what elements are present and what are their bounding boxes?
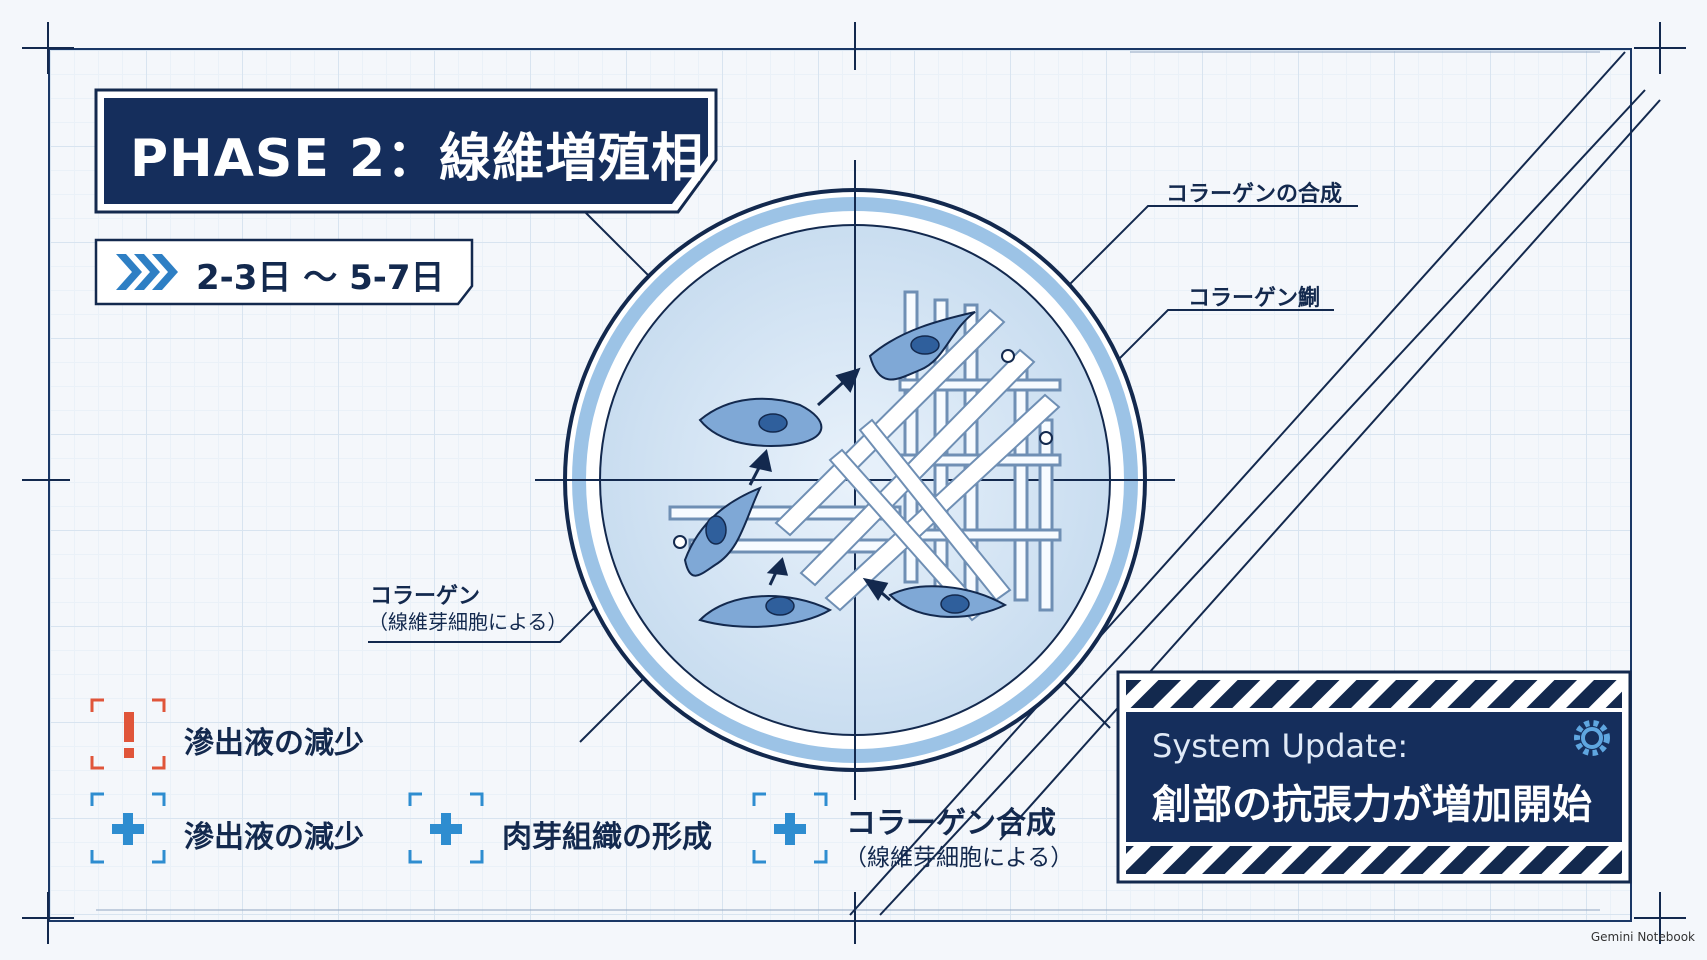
migration-arrows xyxy=(748,367,891,602)
plus-icon xyxy=(90,792,166,864)
status-collagen-synthesis: コラーゲン合成 xyxy=(846,806,1056,841)
status-exudate-decrease-alert: 滲出液の減少 xyxy=(184,726,364,761)
cell-nuclei xyxy=(705,335,970,616)
label-collagen-bundle: コラーゲン鯯 xyxy=(1188,286,1321,311)
plus-icon xyxy=(752,792,828,864)
diagonal-lines xyxy=(849,51,1661,916)
corner-marks xyxy=(22,22,1686,944)
phase-period: 2-3日 〜 5-7日 xyxy=(196,258,445,298)
leader-dots xyxy=(673,349,1053,549)
date-plate xyxy=(94,238,474,306)
chevron-icons xyxy=(116,254,178,290)
alert-icon xyxy=(90,698,166,770)
label-collagen-synthesis: コラーゲンの合成 xyxy=(1166,182,1343,207)
status-collagen-source: （線維芽細胞による） xyxy=(844,845,1074,871)
status-granulation-formation: 肉芽組織の形成 xyxy=(502,820,712,855)
title-plate xyxy=(94,88,718,214)
system-update-title: System Update: xyxy=(1152,727,1409,765)
update-panel xyxy=(1116,670,1632,884)
plus-icon xyxy=(408,792,484,864)
label-collagen: コラーゲン xyxy=(370,584,481,609)
status-exudate-decrease: 滲出液の減少 xyxy=(184,820,364,855)
label-collagen-source: （線維芽細胞による） xyxy=(368,610,568,634)
system-update-message: 創部の抗張力が増加開始 xyxy=(1152,782,1592,828)
collagen-fibers xyxy=(774,308,1061,622)
watermark: Gemini Notebook xyxy=(1590,930,1695,944)
phase-title: PHASE 2：線維増殖相 xyxy=(130,129,705,189)
gear-icon xyxy=(1574,720,1610,756)
